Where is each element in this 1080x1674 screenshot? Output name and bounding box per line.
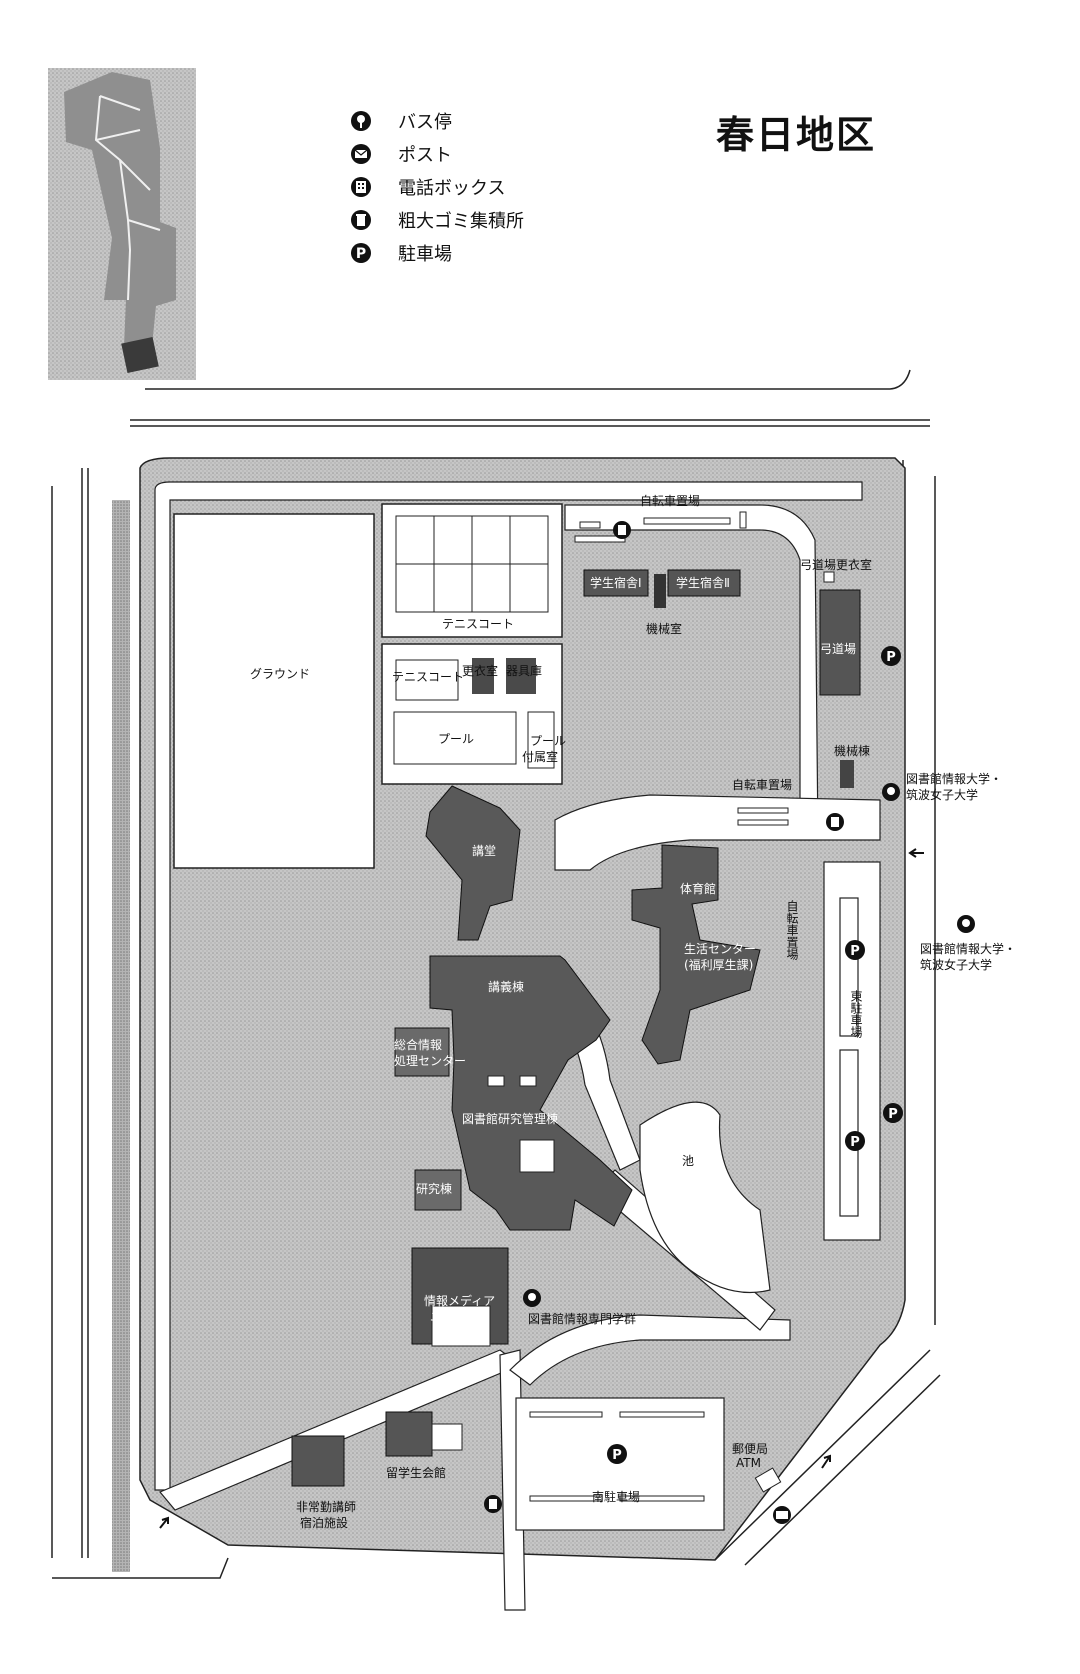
archery-range-label: 弓道場: [820, 642, 857, 656]
lecturer-lodging-label-b: 宿泊施設: [300, 1516, 349, 1530]
trash-icon: [351, 209, 371, 230]
ground-label: グラウンド: [250, 667, 311, 681]
svg-text:P: P: [886, 650, 896, 665]
legend-label: 粗大ゴミ集積所: [398, 210, 524, 232]
dorm-1-label: 学生宿舎Ⅰ: [590, 576, 642, 590]
south-parking-lot: [515, 1397, 725, 1531]
atm-box: [754, 1467, 782, 1493]
bicycle-parking-top-label: 自転車置場: [640, 494, 701, 508]
svg-text:P: P: [850, 944, 860, 959]
legend-item-parking: P 駐車場: [350, 236, 524, 269]
welfare-section-label: (福利厚生課): [684, 958, 754, 972]
map-bus-stop-2: [957, 915, 975, 933]
ground-field: [173, 513, 375, 869]
map-parking-3: P: [883, 1103, 903, 1123]
tennis-court-small-label: テニスコート: [392, 670, 465, 684]
post-icon: [351, 143, 371, 164]
legend: バス停 ポスト 電話ボックス 粗大ゴミ集積所 P 駐車場: [350, 104, 524, 269]
east-parking-label: 東駐車場: [849, 990, 863, 1038]
auditorium-label: 講堂: [472, 844, 497, 858]
research-building-label: 研究棟: [416, 1182, 453, 1196]
tennis-court-label: テニスコート: [442, 617, 515, 631]
map-bus-stop-3: [523, 1289, 541, 1307]
courtyard-openings: [431, 1075, 555, 1451]
library-research-label: 図書館研究管理棟: [462, 1112, 559, 1126]
arrow-icon: [908, 848, 924, 858]
bicycle-parking-vertical-label: 自転車置場: [785, 900, 799, 960]
map-parking-4: P: [845, 1131, 865, 1151]
student-center-label: 生活センター: [684, 942, 757, 956]
lecture-building-label: 講義棟: [488, 980, 525, 994]
legend-item-phone-box: 電話ボックス: [350, 170, 524, 203]
pond-label: 池: [682, 1154, 695, 1168]
legend-label: バス停: [398, 111, 452, 133]
bus-stop-name-east-b: 筑波女子大学: [920, 958, 993, 972]
legend-item-post: ポスト: [350, 137, 524, 170]
pool-annex-label-b: 付属室: [522, 750, 559, 764]
map-title: 春日地区: [716, 113, 877, 157]
legend-label: ポスト: [398, 144, 452, 166]
map-parking-2: P: [845, 940, 865, 960]
tennis-area: [381, 503, 563, 785]
dorm-2-label: 学生宿舎Ⅱ: [676, 576, 730, 590]
legend-item-trash: 粗大ゴミ集積所: [350, 203, 524, 236]
west-strip: [112, 500, 130, 1572]
pond-shape: [639, 1101, 771, 1294]
arrow-icon: [821, 1454, 831, 1469]
equipment-label: 器具庫: [506, 664, 543, 678]
intl-dorm-label: 留学生会館: [386, 1466, 447, 1480]
map-trash-1: [613, 521, 631, 539]
phone-box-icon: [351, 176, 371, 197]
computing-center-label-a: 総合情報: [394, 1038, 443, 1052]
map-post: [773, 1506, 791, 1524]
svg-text:P: P: [612, 1448, 622, 1463]
atm-label: ATM: [736, 1456, 761, 1470]
bus-stop-icon: [351, 110, 371, 131]
arrow-icon: [159, 1516, 169, 1529]
pool-label: プール: [438, 732, 475, 746]
svg-text:P: P: [888, 1107, 898, 1122]
media-union-label-b: ユニオン: [430, 1310, 479, 1324]
library-school-label: 図書館情報専門学群: [528, 1312, 637, 1326]
map-parking-5: P: [607, 1444, 627, 1464]
machine-room-label: 機械室: [646, 622, 683, 636]
map-bus-stop-1: [882, 783, 900, 801]
locker-room-label: 更衣室: [462, 664, 499, 678]
parking-stripes: [529, 1411, 705, 1502]
post-office-label: 郵便局: [732, 1442, 769, 1456]
gymnasium-label: 体育館: [680, 882, 717, 896]
archery-locker-label: 弓道場更衣室: [800, 558, 873, 572]
bus-stop-name-a: 図書館情報大学・: [906, 772, 1003, 786]
south-parking-label: 南駐車場: [592, 1490, 641, 1504]
legend-label: 電話ボックス: [398, 177, 506, 199]
computing-center-label-b: 処理センター: [394, 1054, 467, 1068]
machine-building-label: 機械棟: [834, 744, 871, 758]
bus-stop-name-b: 筑波女子大学: [906, 788, 979, 802]
pool-annex-label-a: プール: [530, 734, 567, 748]
legend-label: 駐車場: [398, 243, 452, 265]
map-parking-1: P: [881, 646, 901, 666]
svg-text:P: P: [356, 246, 366, 262]
north-buildings: [574, 511, 861, 826]
map-phone-box: [826, 813, 844, 831]
legend-item-bus-stop: バス停: [350, 104, 524, 137]
bus-stop-name-east-a: 図書館情報大学・: [920, 942, 1017, 956]
parking-icon: P: [351, 242, 371, 263]
bicycle-parking-mid-label: 自転車置場: [732, 778, 793, 792]
svg-text:P: P: [850, 1135, 860, 1150]
east-parking-lots: [823, 861, 881, 1241]
media-union-label-c: (LIS): [436, 1324, 464, 1338]
map-trash-2: [484, 1495, 502, 1513]
locator-map: [48, 68, 196, 380]
lecturer-lodging-label-a: 非常勤講師: [296, 1500, 357, 1514]
media-union-label-a: 情報メディア: [424, 1294, 496, 1308]
